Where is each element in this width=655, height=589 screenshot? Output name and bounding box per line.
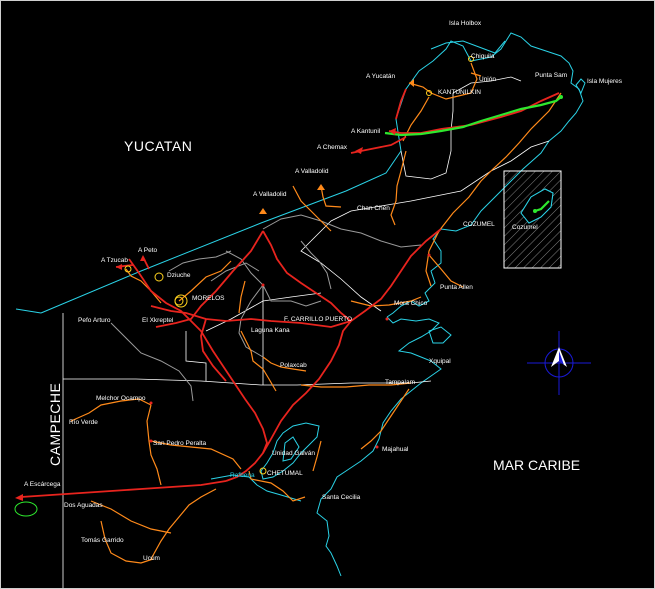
holbox <box>430 40 506 54</box>
region-campeche: CAMPECHE <box>47 382 63 466</box>
cozumel-inset <box>503 170 562 269</box>
reference-ellipse <box>14 501 38 517</box>
ascension-bay <box>428 326 452 344</box>
bay-chetumal <box>260 422 320 480</box>
label-punta-sam: Punta Sam <box>535 72 568 79</box>
label-melchor-ocampo: Melchor Ocampo <box>96 395 146 402</box>
local-roads <box>70 62 562 564</box>
label-a-valladolid-2: A Valladolid <box>253 191 287 198</box>
toll-highway <box>384 96 562 213</box>
compass-rose-icon <box>527 331 591 395</box>
label-san-pedro-peralta: San Pedro Peralta <box>153 440 207 447</box>
highways <box>20 88 560 498</box>
label-rio-verde: Río Verde <box>69 419 98 426</box>
label-a-kantunil: A Kantunil <box>351 128 381 135</box>
label-laguna-kana: Laguna Kana <box>251 327 290 334</box>
label-unidad-galvan: Unidad Galván <box>272 450 315 457</box>
label-xquipal: Xquipal <box>429 358 451 365</box>
label-punta-allen: Punta Allen <box>440 284 473 291</box>
label-pefo-arturo: Pefo Arturo <box>78 317 111 324</box>
region-mar-caribe: MAR CARIBE <box>493 457 581 473</box>
label-polaxcab: Polaxcab <box>280 362 307 369</box>
label-tampalam: Tampalam <box>385 379 415 386</box>
label-dos-aguadas: Dos Aguadas <box>64 502 103 509</box>
label-cozumel-city: Cozumel <box>512 224 538 231</box>
direction-arrows <box>15 128 396 501</box>
east-coast <box>316 316 442 577</box>
label-a-valladolid-1: A Valladolid <box>295 168 329 175</box>
label-mora-chico: Mora Chico <box>394 300 428 307</box>
north-border <box>15 308 42 314</box>
south-coast <box>210 474 302 502</box>
label-kantunilkin: KANTUNILKIN <box>438 89 481 96</box>
node-dots <box>149 253 431 449</box>
region-yucatan: YUCATAN <box>124 138 193 154</box>
label-isla-holbox: Isla Holbox <box>449 20 482 27</box>
label-a-chemax: A Chemax <box>317 144 347 151</box>
lagoon-bacalar <box>282 436 300 462</box>
label-dziuche: Dziuche <box>167 272 191 279</box>
label-f-carrillo-puerto: F. CARRILLO PUERTO <box>284 316 353 323</box>
label-ucum: Ucúm <box>143 555 160 562</box>
label-chan-chen: Chan Chén <box>357 205 390 212</box>
label-majahual: Majahual <box>382 446 409 453</box>
ferry-dots <box>533 95 563 213</box>
label-chiquila: Chiquila <box>471 53 495 60</box>
label-cozumel: COZUMEL <box>463 221 495 228</box>
label-a-peto: A Peto <box>138 247 158 254</box>
town-markers <box>124 56 474 475</box>
label-a-escarcega: A Escárcega <box>24 481 61 488</box>
label-a-yucatan: A Yucatán <box>366 73 396 80</box>
label-chetumal: CHETUMAL <box>267 470 303 477</box>
label-morelos: MORELOS <box>192 295 225 302</box>
label-rafbena: Rafbena <box>230 472 255 479</box>
label-el-xkreptel: El Xkreptel <box>142 317 174 324</box>
orange-arrows <box>259 79 414 214</box>
label-tomas-garrido: Tomás Garrido <box>81 537 124 544</box>
label-santa-cecilia: Santa Cecilia <box>322 494 361 501</box>
isla-mujeres <box>575 78 586 95</box>
label-isla-mujeres: Isla Mujeres <box>587 78 623 85</box>
label-union: Unión <box>479 76 496 83</box>
label-a-tzucab: A Tzucab <box>101 257 128 264</box>
